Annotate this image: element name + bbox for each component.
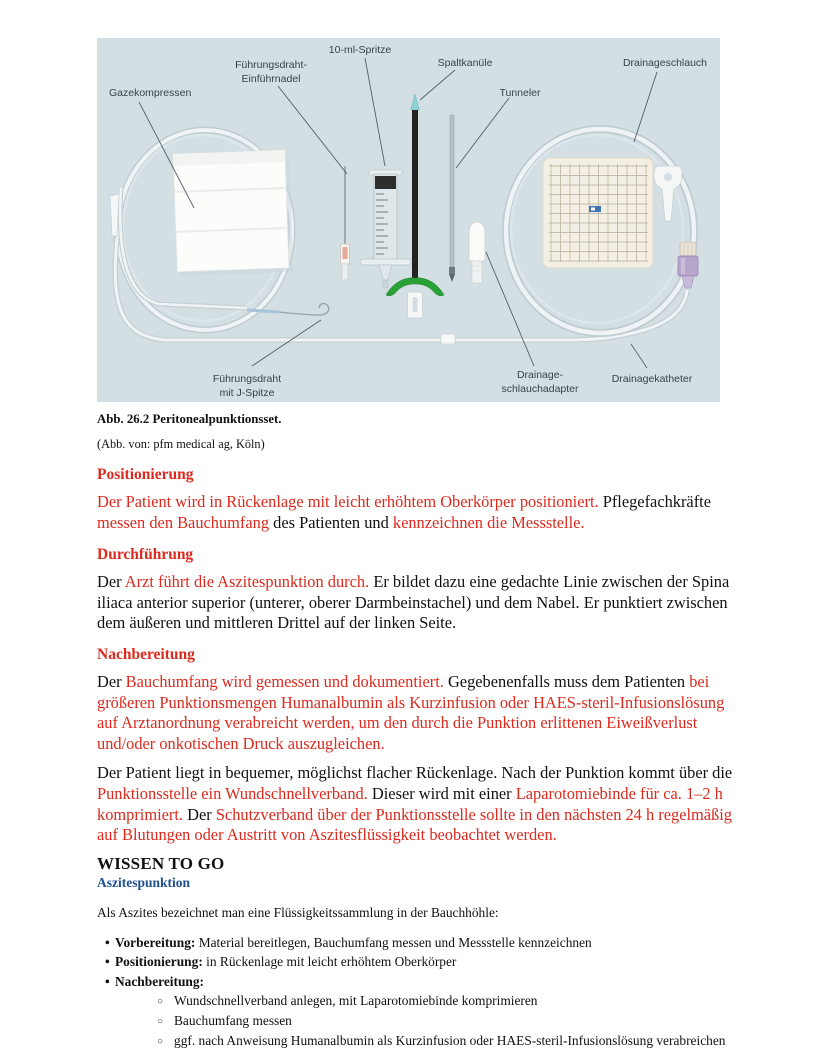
figure-label-adapter-2: schlauchadapter [501,383,579,395]
bullet-text: in Rückenlage mit leicht erhöhtem Oberkö… [202,954,457,970]
section-heading-positionierung: Positionierung [97,466,194,483]
sub-bullet-list: Wundschnellverband anlegen, mit Laparoto… [115,991,733,1052]
tube-clip-graphic [440,333,456,345]
wissen-to-go-box: WISSEN TO GO Aszitespunktion Als Aszites… [97,853,733,1053]
text-run-red: Punktionsstelle ein Wundschnellverband. [97,783,368,803]
text-run-black: Der [97,671,126,691]
bullet-keyword: Vorbereitung: [115,934,196,950]
grid-pad-graphic [542,157,654,269]
text-run-black: Der [97,572,125,592]
sub-bullet-text: Wundschnellverband anlegen, mit Laparoto… [174,993,538,1009]
text-run-red: Schutzverband über der Punktionsstelle s… [97,804,732,845]
tube-cap-graphic [109,193,120,244]
tunneler-graphic [449,114,455,282]
section-heading-nachbereitung: Nachbereitung [97,645,195,663]
text-run-black: Er bildet dazu eine gedachte Linie zwisc… [97,572,730,633]
section-durchfuehrung: Durchführung Der Arzt führt die Aszitesp… [97,546,733,634]
figure-label-adapter-1: Drainage- [517,369,564,381]
text-run-black: Der Patient liegt in bequemer, möglichst… [97,763,733,783]
section-nachbereitung: Nachbereitung Der Bauchumfang wird gemes… [97,646,733,846]
figure-peritonealpunktionsset: Gazekompressen Führungsdraht- Einführnad… [97,38,720,402]
luer-connector-graphic [677,241,699,289]
sub-bullet-item: Bauchumfang messen [115,1011,733,1032]
figure-label-tunneler: Tunneler [499,87,541,99]
figure-label-drainageschlauch: Drainageschlauch [623,57,707,69]
wissen-to-go-subtitle: Aszitespunktion [97,874,191,890]
figure-label-fuehrungsdraht-einfuehrnadel-1: Führungsdraht- [235,59,307,71]
figure-label-spritze: 10-ml-Spritze [329,44,392,56]
text-run-red: Bauchumfang wird gemessen und dokumentie… [125,671,444,691]
bullet-keyword: Positionierung: [115,954,203,970]
bullet-keyword: Nachbereitung: [115,973,205,989]
j-guidewire-graphic [246,302,330,316]
figure-caption: Abb. 26.2 Peritonealpunktionsset. [97,412,282,426]
sub-bullet-text: ggf. nach Anweisung Humanalbumin als Kur… [174,1033,726,1049]
text-run-black: des Patienten und [269,512,393,532]
figure-label-spaltkanuele: Spaltkanüle [438,57,493,69]
figure-label-fuehrungsdraht-einfuehrnadel-2: Einführnadel [242,73,301,85]
right-tube-coil-graphic [502,125,698,337]
text-run-black: Dieser wird mit einer [367,783,516,803]
syringe-graphic [359,169,412,289]
paragraph-positionierung: Der Patient wird in Rückenlage mit leich… [97,492,733,533]
introducer-needle-graphic [340,166,350,281]
text-run-black: Der [183,804,216,824]
wissen-to-go-intro: Als Aszites bezeichnet man eine Flüssigk… [97,904,499,920]
text-run-red: Laparotomiebinde für ca. 1–2 h komprimie… [97,783,723,824]
bullet-nachbereitung: Nachbereitung: Wundschnellverband anlege… [97,972,733,1053]
figure-credit: (Abb. von: pfm medical ag, Köln) [97,437,265,451]
drainage-catheter-graphic [112,187,690,345]
sub-bullet-text: Bauchumfang messen [174,1013,292,1029]
text-run-black: Gegebenenfalls muss dem Patienten [443,671,690,691]
figure-label-fuehrungsdraht-j-1: Führungsdraht [213,373,281,385]
wissen-to-go-title: WISSEN TO GO [97,853,225,873]
section-positionierung: Positionierung Der Patient wird in Rücke… [97,466,733,533]
text-run-red: kennzeichnen die Messstelle. [392,512,585,532]
wissen-to-go-bullet-list: Vorbereitung: Material bereitlegen, Bauc… [97,933,733,1053]
label-leader-lines [138,57,658,369]
figure-label-drainagekatheter: Drainagekatheter [612,373,693,385]
peritoneal-kit-illustration: Gazekompressen Führungsdraht- Einführnad… [97,38,720,402]
text-run-black: Pflegefachkräfte [598,492,711,511]
text-run-red: messen den Bauchumfang [97,512,270,532]
paragraph-nachbereitung-2: Der Patient liegt in bequemer, möglichst… [97,763,733,845]
sub-bullet-item: ggf. nach Anweisung Humanalbumin als Kur… [115,1031,733,1052]
text-run-red: bei größeren Punktionsmengen Humanalbumi… [97,671,725,753]
split-cannula-graphic [385,93,445,319]
bullet-text: Material bereitlegen, Bauchumfang messen… [195,934,592,950]
paragraph-durchfuehrung: Der Arzt führt die Aszitespunktion durch… [97,572,733,634]
figure-label-fuehrungsdraht-j-2: mit J-Spitze [220,387,275,399]
gauze-compress-graphic [172,149,294,276]
tube-adapter-graphic [468,221,486,284]
clamp-graphic [653,165,683,222]
bullet-vorbereitung: Vorbereitung: Material bereitlegen, Bauc… [97,933,733,953]
sub-bullet-item: Wundschnellverband anlegen, mit Laparoto… [115,991,733,1012]
text-run-red: Arzt führt die Aszitespunktion durch. [124,572,370,592]
figure-label-gazekompressen: Gazekompressen [109,87,191,99]
section-heading-durchfuehrung: Durchführung [97,546,194,564]
text-run-red: Der Patient wird in Rückenlage mit leich… [97,492,599,511]
bullet-positionierung: Positionierung: in Rückenlage mit leicht… [97,952,733,972]
paragraph-nachbereitung-1: Der Bauchumfang wird gemessen und dokume… [97,672,733,754]
